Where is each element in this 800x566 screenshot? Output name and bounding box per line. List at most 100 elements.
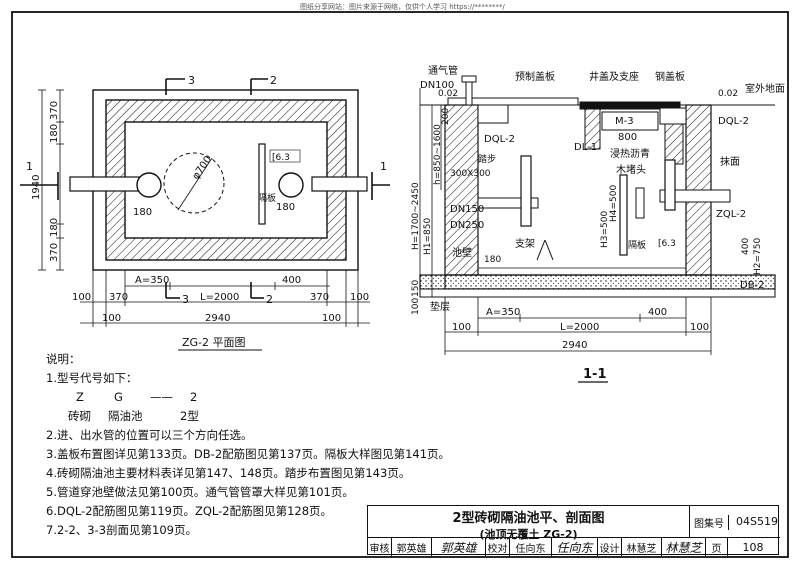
section-dql2-left: DQL-2 xyxy=(484,134,515,145)
section-outdoor: 室外地面 xyxy=(745,82,785,95)
type-desc-type: 2型 xyxy=(180,409,199,423)
section-100: 100 xyxy=(411,298,421,315)
plan-inlet-pipe xyxy=(69,176,141,192)
section-mark-3-bottom: 3 xyxy=(182,293,189,306)
type-desc-brick: 砖砌 xyxy=(68,409,91,423)
section-base-slab xyxy=(419,274,776,290)
plan-dim-left-2: 1940 xyxy=(31,175,42,200)
section-400: 400 xyxy=(741,238,751,255)
section-view: 0.02 0.02 h=850~1600 H=1700~2450 H1=850 … xyxy=(411,64,785,383)
section-h-range: h=850~1600 xyxy=(433,124,443,185)
plan-partition-label: 隔板 xyxy=(258,192,276,204)
plan-dim-A: A=350 xyxy=(135,275,169,286)
section-steel: 钢盖板 xyxy=(655,70,685,83)
section-dn250: DN250 xyxy=(450,220,484,231)
section-mark-1-right: 1 xyxy=(380,160,387,173)
section-mark-3-top: 3 xyxy=(188,74,195,87)
plan-tee-right xyxy=(278,172,304,198)
section-poolwall: 池壁 xyxy=(452,246,472,259)
section-dim-b2-1: L=2000 xyxy=(560,322,599,333)
designer-signature: 林慧芝 xyxy=(662,538,706,556)
section-caption: 1-1 xyxy=(583,367,607,382)
section-150: 150 xyxy=(411,280,421,297)
plan-view: φ700 180 180 [6.3 隔板 1 1 3 2 3 2 xyxy=(20,74,390,351)
plan-dim-b2-4: 100 xyxy=(350,292,369,303)
checker-signature: 任向东 xyxy=(552,538,598,556)
section-zql2: ZQL-2 xyxy=(716,209,746,220)
plan-partition xyxy=(258,143,266,225)
section-mark-1-left: 1 xyxy=(26,160,33,173)
section-H-range: H=1700~2450 xyxy=(411,182,421,250)
note-7: 7.2-2、3-3剖面见第109页。 xyxy=(46,523,197,537)
section-support: 支架 xyxy=(515,238,535,250)
section-dn100: DN100 xyxy=(420,80,454,91)
section-dim-b3: 2940 xyxy=(562,340,587,351)
reviewer-signature: 郭英雄 xyxy=(432,538,486,556)
plan-caption: ZG-2 平面图 xyxy=(182,336,246,349)
drawing-title: 2型砖砌隔油池平、剖面图 xyxy=(452,511,605,526)
section-m3-val: 800 xyxy=(618,132,637,143)
sheet-border xyxy=(11,11,789,558)
section-cushion-label: 垫层 xyxy=(430,300,450,313)
section-180: 180 xyxy=(484,255,501,265)
type-desc-pool: 隔油池 xyxy=(108,409,143,423)
plan-dim-b3-0: 100 xyxy=(102,313,121,324)
section-mark-2-bottom: 2 xyxy=(266,293,273,306)
plan-dim-left-1: 180 xyxy=(49,124,60,143)
section-asphalt: 浸热沥青 xyxy=(610,147,650,160)
note-5: 5.管道穿池壁做法见第100页。通气管管罩大样见第101页。 xyxy=(46,485,354,499)
designer-name: 林慧芝 xyxy=(622,538,662,556)
plan-dim-b3-1: 2940 xyxy=(205,313,230,324)
plan-dim-left-3: 180 xyxy=(49,218,60,237)
plan-dim-b2-1: 370 xyxy=(109,292,128,303)
note-4: 4.砖砌隔油池主要材料表详见第147、148页。踏步布置图见第143页。 xyxy=(46,466,411,480)
title-cell: 2型砖砌隔油池平、剖面图 (池顶无覆土 ZG-2) xyxy=(368,506,690,541)
section-well: 井盖及支座 xyxy=(589,70,639,83)
title-block: 2型砖砌隔油池平、剖面图 (池顶无覆土 ZG-2) 图集号 04S519 审核 … xyxy=(367,505,780,556)
plan-180-left: 180 xyxy=(133,207,152,218)
notes-block: 说明： 1.型号代号如下： Z G —— 2 砖砌 隔油池 2型 2.进、出水管… xyxy=(46,350,450,540)
section-woodplug: 木堵头 xyxy=(616,163,646,176)
review-label: 审核 xyxy=(368,538,392,556)
plan-180-right: 180 xyxy=(276,202,295,213)
section-002-left: 0.02 xyxy=(438,89,458,99)
type-code-z: Z xyxy=(76,390,84,404)
plan-dim-b2-2: L=2000 xyxy=(200,292,239,303)
plan-tee-left xyxy=(136,172,162,198)
type-code-2: 2 xyxy=(190,390,198,404)
header-note: 图纸分享网站：图片来源于网络，仅供个人学习 https://********/ xyxy=(300,3,505,11)
section-200: 200 xyxy=(441,108,451,125)
design-label: 设计 xyxy=(598,538,622,556)
section-H2: H2=750 xyxy=(753,238,763,275)
note-2: 2.进、出水管的位置可以三个方向任选。 xyxy=(46,428,253,442)
section-left-wall xyxy=(444,104,479,276)
section-vent: 通气管 xyxy=(428,64,458,77)
plan-dim-400: 400 xyxy=(282,275,301,286)
type-code: Z G —— 2 xyxy=(76,388,450,407)
section-c63: [6.3 xyxy=(658,239,676,249)
section-mark-2-top: 2 xyxy=(270,74,277,87)
section-opening: 300X300 xyxy=(450,169,491,179)
section-dim-b2-0: 100 xyxy=(452,322,471,333)
section-002-right: 0.02 xyxy=(718,89,738,99)
type-code-dash: —— xyxy=(150,390,173,404)
checker-name: 任向东 xyxy=(510,538,552,556)
section-dql2-right: DQL-2 xyxy=(718,116,749,127)
section-dim-A: A=350 xyxy=(486,307,520,318)
note-3: 3.盖板布置图详见第133页。DB-2配筋图见第137页。隔板大样图见第141页… xyxy=(46,447,451,461)
section-db2: DB-2 xyxy=(740,280,765,291)
section-dn150: DN150 xyxy=(450,204,484,215)
section-m3: M-3 xyxy=(615,116,634,127)
note-6: 6.DQL-2配筋图见第119页。ZQL-2配筋图见第128页。 xyxy=(46,504,333,518)
drawing-subtitle: (池顶无覆土 ZG-2) xyxy=(479,528,578,541)
section-precast: 预制盖板 xyxy=(515,70,555,83)
plan-dim-b2-3: 370 xyxy=(310,292,329,303)
plan-dim-left-0: 370 xyxy=(49,101,60,120)
section-partition: 隔板 xyxy=(628,239,646,251)
plan-dim-b2-0: 100 xyxy=(72,292,91,303)
note-1: 1.型号代号如下： xyxy=(46,371,138,385)
type-code-desc: 砖砌 隔油池 2型 xyxy=(68,407,450,426)
atlas-label: 图集号 xyxy=(694,515,729,530)
page-label: 页 xyxy=(706,538,728,556)
